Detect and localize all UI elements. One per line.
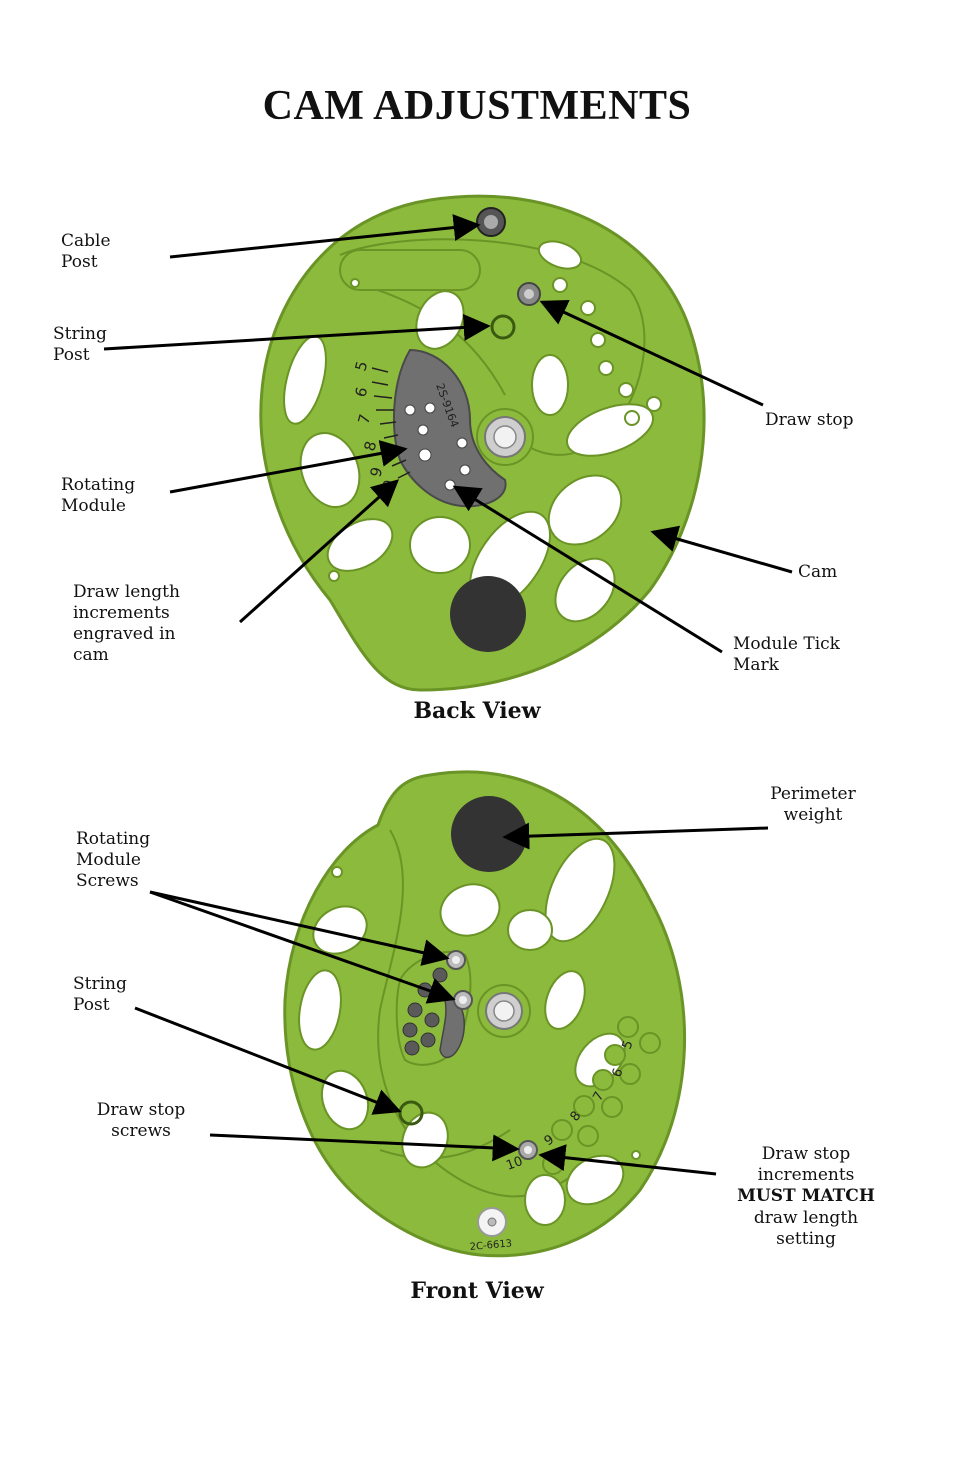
label-string-post-front: String Post	[73, 974, 127, 1015]
label-must-match: MUST MATCH	[737, 1186, 875, 1206]
back-scale-5: 5	[351, 359, 371, 373]
back-scale-6: 6	[351, 385, 371, 399]
back-scale-8: 8	[360, 439, 380, 453]
label-rotating-module-screws: Rotating Module Screws	[76, 829, 151, 891]
leader-arrows	[103, 214, 793, 1176]
arrow-string-post-back	[103, 313, 491, 351]
arrow-perimeter-weight	[502, 822, 769, 850]
label-cam: Cam	[798, 562, 838, 582]
back-view-caption: Back View	[413, 698, 541, 724]
arrow-draw-stop-screws	[209, 1133, 520, 1162]
arrow-module-screw-1	[149, 890, 450, 966]
label-draw-stop-screws: Draw stop screws	[96, 1100, 186, 1141]
front-cam-code: 2C-6613	[469, 1238, 512, 1253]
back-string-post	[490, 314, 516, 340]
label-draw-length-increments: Draw length increments engraved in cam	[73, 582, 180, 665]
arrow-module-tick	[452, 485, 723, 654]
arrow-draw-length	[238, 479, 400, 624]
arrow-module-screw-2	[149, 890, 456, 1004]
arrow-draw-stop	[539, 300, 764, 407]
back-perimeter-weight	[450, 576, 526, 652]
label-cable-post: Cable Post	[61, 231, 111, 272]
front-view-caption: Front View	[410, 1278, 544, 1304]
arrow-rotating-module	[169, 440, 408, 494]
label-perimeter-weight: Perimeter weight	[770, 784, 856, 825]
label-draw-length-setting: draw length setting	[753, 1208, 859, 1249]
back-scale-7: 7	[354, 412, 374, 426]
front-perimeter-weight	[451, 796, 527, 872]
label-rotating-module: Rotating Module	[61, 475, 136, 516]
label-draw-stop-increments: Draw stop increments	[757, 1144, 855, 1185]
label-draw-stop: Draw stop	[765, 410, 854, 430]
page-title: CAM ADJUSTMENTS	[262, 83, 692, 129]
arrow-cable-post	[169, 214, 481, 259]
label-module-tick-mark: Module Tick Mark	[733, 634, 840, 675]
arrow-cam	[650, 525, 793, 574]
back-scale-9: 9	[366, 465, 386, 479]
label-string-post-back: String Post	[53, 324, 107, 365]
arrow-string-post-front	[134, 1006, 402, 1115]
front-view-cam: 5 6 7 8 9 10	[283, 770, 687, 1258]
back-view-cam: 2S-9164 5 6 7 8 9 10	[259, 194, 706, 692]
arrow-draw-stop-increments	[538, 1144, 717, 1176]
